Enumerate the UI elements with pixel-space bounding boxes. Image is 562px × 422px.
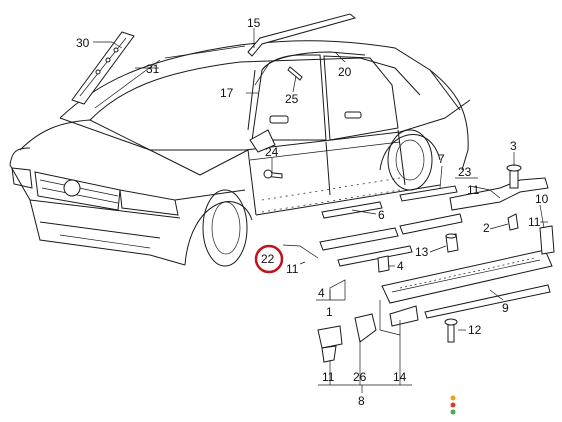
- callout-25: 25: [285, 92, 299, 106]
- callout-11-bottom: 11: [322, 370, 335, 384]
- callout-4-mid: 4: [397, 259, 404, 273]
- status-dot-green: [450, 409, 456, 415]
- callout-1: 1: [326, 305, 333, 319]
- callout-13: 13: [415, 245, 429, 259]
- callout-10: 10: [535, 192, 549, 206]
- callout-22: 22: [261, 252, 275, 266]
- status-dot-red: [450, 402, 456, 408]
- callout-7: 7: [438, 152, 445, 166]
- callout-12: 12: [468, 323, 482, 337]
- callout-17: 17: [220, 86, 234, 100]
- roof-trim-part: [247, 13, 357, 57]
- callout-24: 24: [265, 145, 279, 159]
- callout-4-left: 4: [318, 286, 325, 300]
- callout-6: 6: [378, 208, 385, 222]
- callout-26: 26: [353, 370, 367, 384]
- callout-23: 23: [458, 165, 472, 179]
- callout-11-top: 11: [467, 183, 480, 197]
- callout-14: 14: [393, 370, 407, 384]
- car-illustration: [9, 40, 471, 267]
- callout-11-left: 11: [286, 262, 299, 276]
- status-indicator: [450, 395, 456, 415]
- sill-panel-part: [381, 249, 553, 327]
- status-dot-amber: [450, 395, 456, 401]
- screw-25-part: [287, 66, 303, 81]
- callout-3: 3: [510, 139, 517, 153]
- callout-labels: 30 31 15 17 20 25 24 6 7 3 23 11 10 2 11…: [76, 16, 549, 408]
- highlight-circle: [254, 244, 284, 274]
- callout-8: 8: [358, 394, 365, 408]
- callout-11-right: 11: [528, 215, 541, 229]
- callout-31: 31: [146, 62, 160, 76]
- callout-9: 9: [502, 301, 509, 315]
- callout-2: 2: [483, 221, 490, 235]
- leader-lines: [93, 28, 548, 393]
- callout-20: 20: [338, 65, 352, 79]
- callout-30: 30: [76, 36, 90, 50]
- callout-15: 15: [247, 16, 261, 30]
